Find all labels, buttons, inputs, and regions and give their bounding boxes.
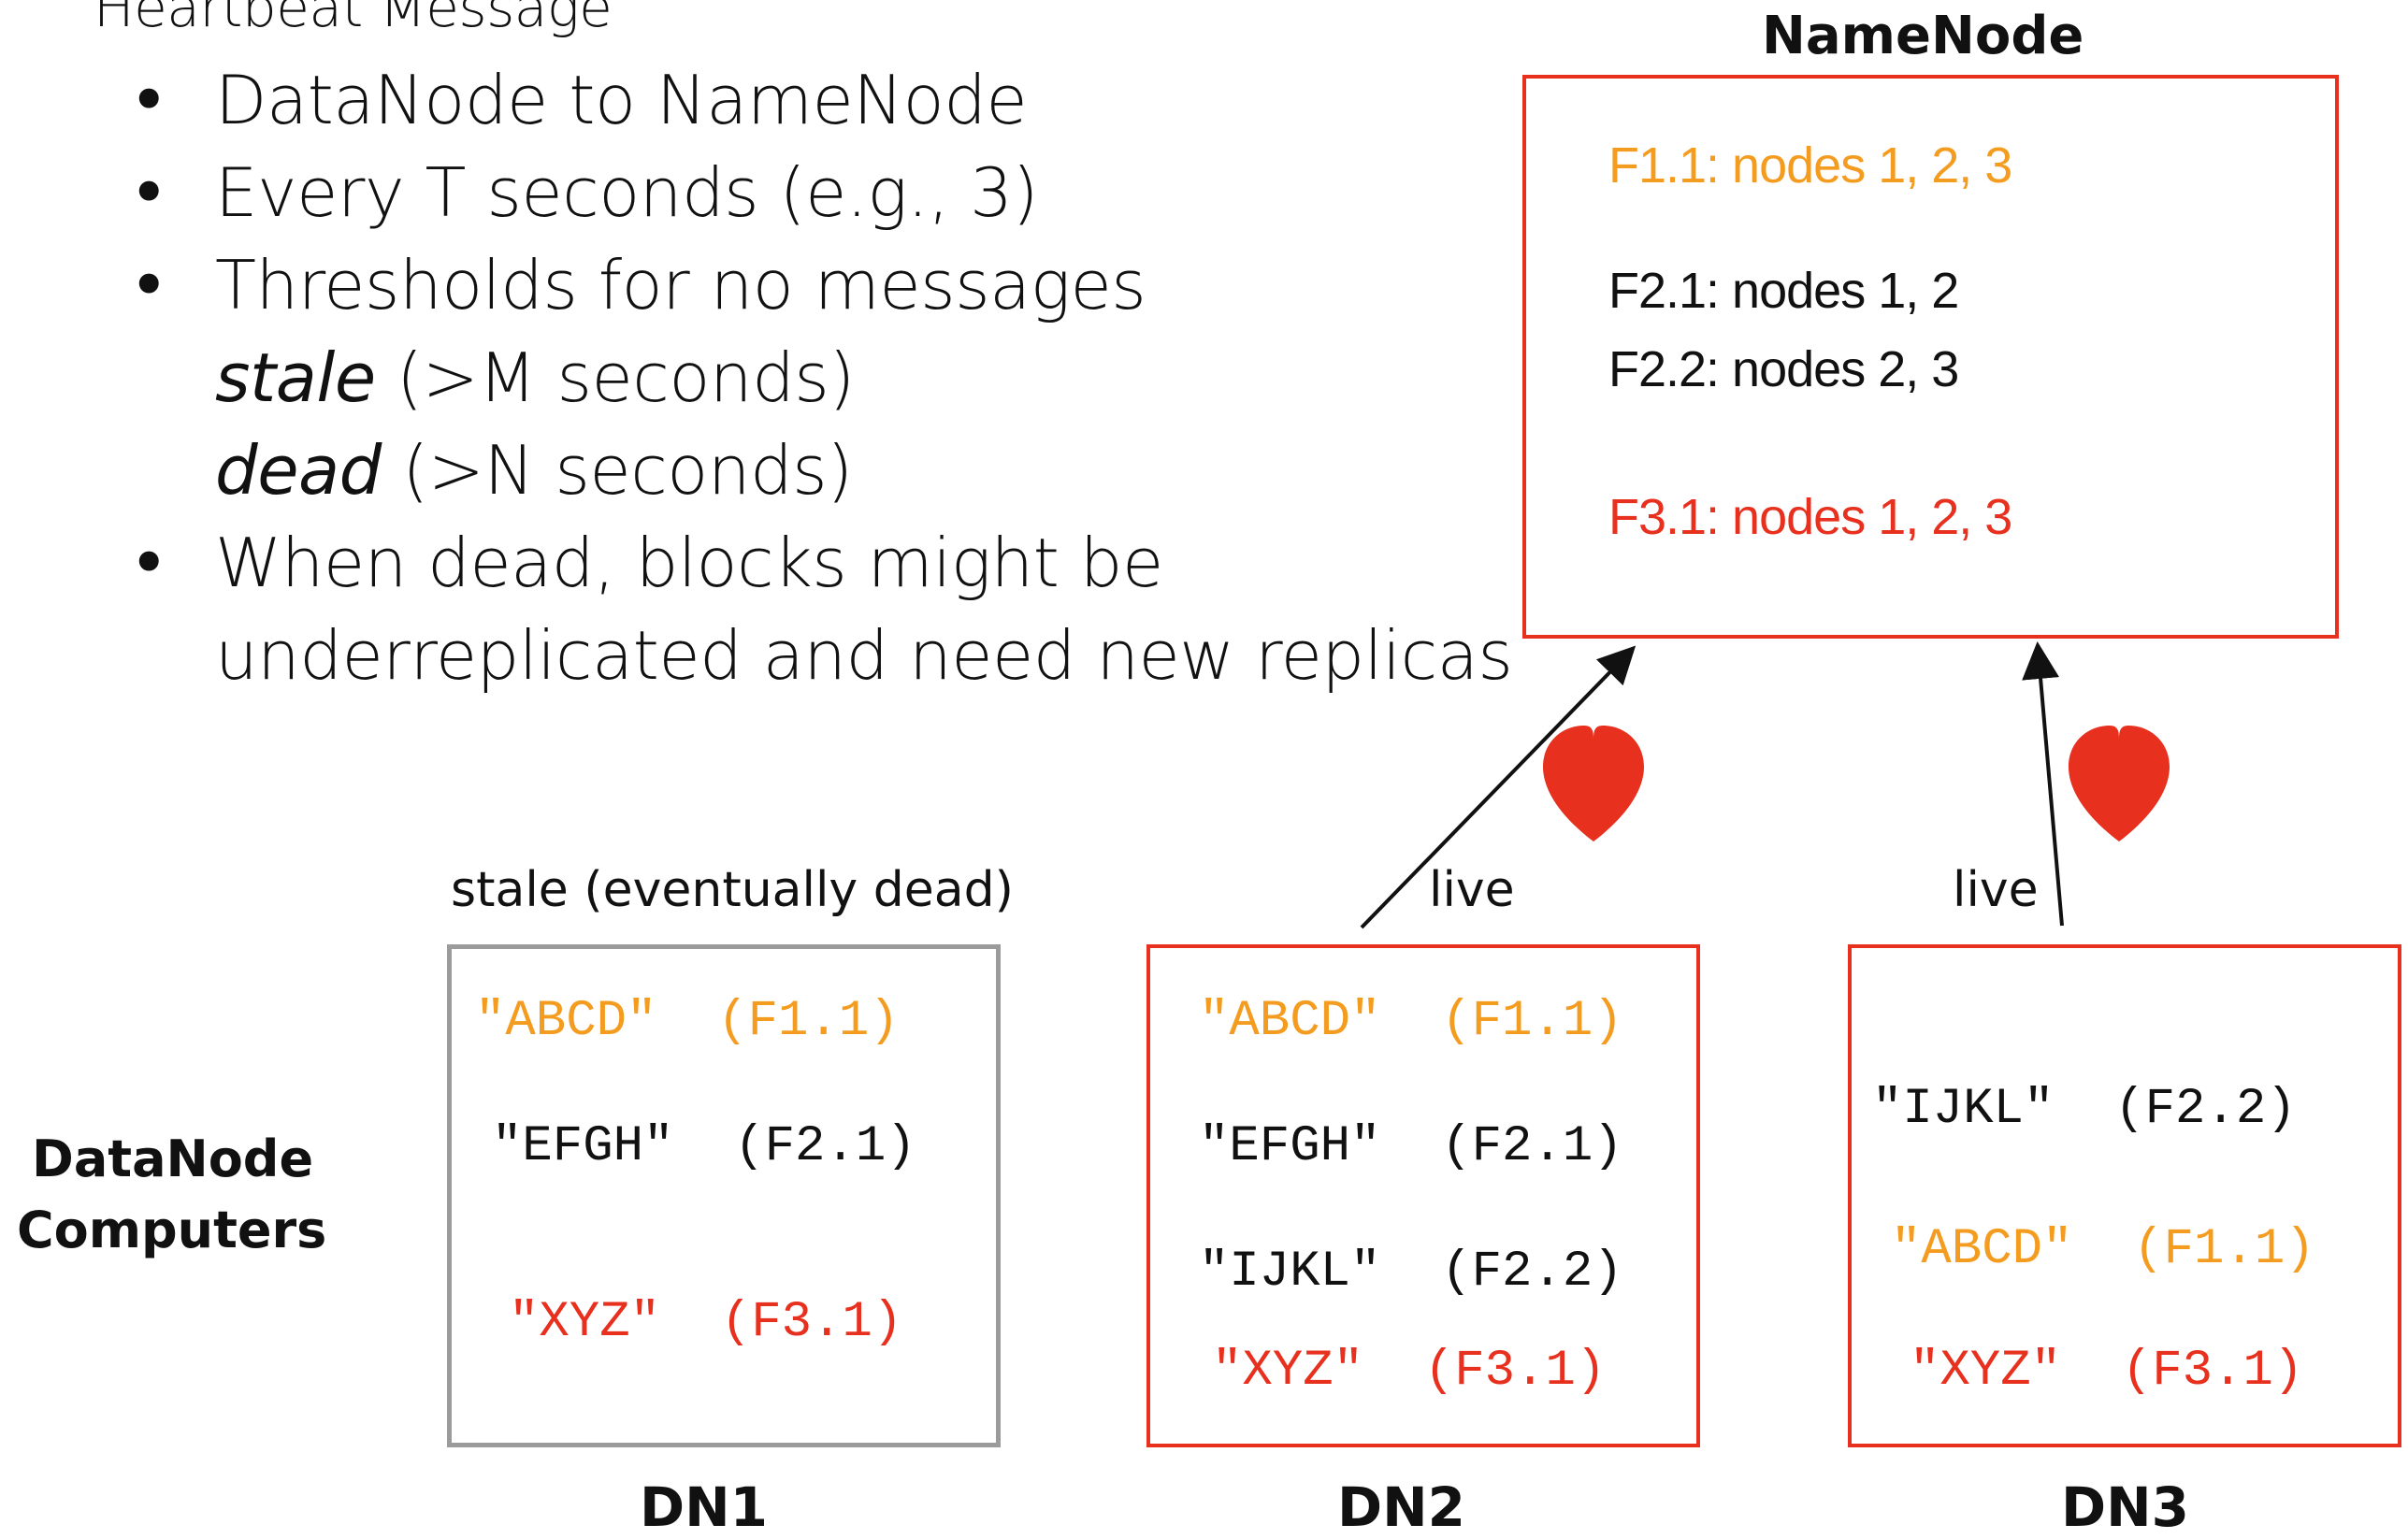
dn1-block-f3-1: "XYZ" (F3.1)	[509, 1294, 903, 1351]
dn2-block-f3-1: "XYZ" (F3.1)	[1212, 1343, 1607, 1400]
heart-icon	[2069, 726, 2170, 841]
dn1-title: DN1	[640, 1475, 769, 1539]
bullet-text-continued: underreplicated and need new replicas	[215, 616, 1513, 695]
datanodes-label-line2: Computers	[17, 1201, 327, 1259]
bullet-list: DataNode to NameNode Every T seconds (e.…	[112, 54, 1513, 702]
dn3-box	[1848, 944, 2401, 1447]
stale-threshold: stale (>M seconds)	[215, 332, 1512, 424]
dn1-block-f2-1: "EFGH" (F2.1)	[492, 1118, 916, 1175]
dn3-block-f2-2: "IJKL" (F2.2)	[1872, 1081, 2297, 1138]
dn1-box	[447, 944, 1001, 1447]
dead-rest: (>N seconds)	[381, 431, 853, 510]
namenode-box	[1522, 75, 2339, 639]
bullet-text: When dead, blocks might be	[215, 524, 1163, 602]
bullet-text: DataNode to NameNode	[215, 61, 1028, 139]
bullet-item: DataNode to NameNode	[112, 54, 1512, 147]
bullet-text: Every T seconds (e.g., 3)	[215, 153, 1039, 232]
dn2-block-f1-1: "ABCD" (F1.1)	[1199, 993, 1623, 1050]
stale-rest: (>M seconds)	[375, 338, 855, 417]
namenode-entry-f3-1: F3.1: nodes 1, 2, 3	[1608, 489, 2012, 545]
dn2-box	[1146, 944, 1700, 1447]
bullet-item: Every T seconds (e.g., 3)	[112, 147, 1512, 239]
namenode-entry-f2-2: F2.2: nodes 2, 3	[1608, 341, 1959, 397]
dead-word: dead	[215, 431, 382, 510]
slide-heading: Heartbeat Message	[94, 0, 613, 39]
heart-icon	[1543, 726, 1644, 841]
namenode-entry-f2-1: F2.1: nodes 1, 2	[1608, 263, 1959, 319]
bullet-item: When dead, blocks might be underreplicat…	[112, 517, 1513, 702]
datanodes-label-line1: DataNode	[32, 1129, 314, 1188]
dn3-block-f3-1: "XYZ" (F3.1)	[1910, 1343, 2304, 1400]
dn1-status: stale (eventually dead)	[451, 862, 1014, 918]
dn2-block-f2-2: "IJKL" (F2.2)	[1199, 1244, 1623, 1301]
dn3-title: DN3	[2061, 1475, 2190, 1539]
dn2-block-f2-1: "EFGH" (F2.1)	[1199, 1118, 1623, 1175]
dn2-status: live	[1429, 862, 1515, 918]
bullet-item: Thresholds for no messages stale (>M sec…	[112, 239, 1512, 517]
dead-threshold: dead (>N seconds)	[215, 424, 1512, 517]
dn3-block-f1-1: "ABCD" (F1.1)	[1891, 1221, 2315, 1278]
namenode-title: NameNode	[1762, 6, 2084, 66]
dn2-title: DN2	[1337, 1475, 1466, 1539]
dn3-status: live	[1953, 862, 2039, 918]
dn1-block-f1-1: "ABCD" (F1.1)	[475, 993, 900, 1050]
namenode-entry-f1-1: F1.1: nodes 1, 2, 3	[1608, 137, 2012, 194]
heartbeat-arrow-dn3	[2022, 641, 2064, 927]
stale-word: stale	[215, 338, 376, 417]
bullet-text: Thresholds for no messages	[215, 246, 1146, 324]
